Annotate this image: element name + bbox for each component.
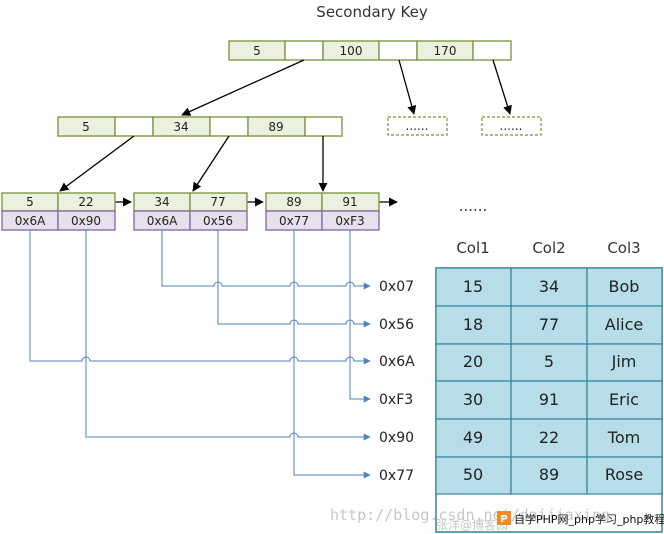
- leaf-node: 34 77 0x6A 0x56: [133, 192, 248, 231]
- leaf-node: 5 22 0x6A 0x90: [1, 192, 116, 231]
- row-pointer: 0x90: [379, 430, 414, 446]
- table-cell: Bob: [609, 277, 640, 296]
- root-key: 170: [434, 44, 457, 58]
- watermark-brand-text: 自学PHP网_php学习_php教程: [514, 512, 664, 526]
- table-cell: 5: [544, 352, 554, 371]
- watermark-author: 张洋@博客园: [436, 517, 508, 532]
- leaf-key: 34: [154, 195, 169, 209]
- table-row: 15 34 Bob: [435, 267, 663, 307]
- level2-key: 34: [173, 120, 188, 134]
- row-pointer: 0x56: [379, 317, 414, 333]
- watermark-brand: P 自学PHP网_php学习_php教程: [497, 511, 664, 526]
- svg-text:......: ......: [406, 119, 429, 133]
- table-row: 30 91 Eric: [435, 380, 663, 420]
- table-cell: 22: [539, 428, 559, 447]
- leaf-key: 5: [26, 195, 34, 209]
- row-pointer: 0xF3: [379, 392, 413, 408]
- watermark: http://blog.csdn.net/daijiaxing 张洋@博客园: [330, 506, 610, 532]
- table-cell: 50: [463, 465, 483, 484]
- leaf-addr: 0xF3: [335, 214, 364, 228]
- table-row: 50 89 Rose: [435, 456, 663, 495]
- row-pointer-lines: [29, 230, 371, 479]
- level2-node: 5 34 89: [57, 116, 343, 137]
- ellipsis-node: ......: [387, 116, 448, 136]
- table-cell: 15: [463, 277, 483, 296]
- leaf-addr: 0x6A: [147, 214, 178, 228]
- table-cell: 20: [463, 352, 483, 371]
- table-cell: 91: [539, 390, 559, 409]
- row-pointer: 0x6A: [379, 354, 415, 370]
- leaf-node: 89 91 0x77 0xF3: [265, 192, 380, 231]
- table-cell: 89: [539, 465, 559, 484]
- table-cell: Jim: [611, 352, 637, 371]
- root-key: 5: [253, 44, 261, 58]
- table-cell: Rose: [605, 465, 643, 484]
- table-cell: Tom: [607, 428, 640, 447]
- tree-arrows: [59, 59, 512, 207]
- row-pointer: 0x07: [379, 279, 414, 295]
- column-header: Col2: [532, 239, 565, 257]
- ellipsis-node: ......: [481, 116, 542, 136]
- root-key: 100: [340, 44, 363, 58]
- leaf-key: 91: [342, 195, 357, 209]
- leaf-key: 89: [286, 195, 301, 209]
- table-cell: 49: [463, 428, 483, 447]
- row-pointer: 0x77: [379, 468, 414, 484]
- leaf-addr: 0x77: [279, 214, 309, 228]
- diagram-title: Secondary Key: [316, 3, 428, 21]
- leaf-addr: 0x90: [71, 214, 101, 228]
- level2-key: 89: [268, 120, 283, 134]
- table-cell: 18: [463, 315, 483, 334]
- table-row: 18 77 Alice: [435, 305, 663, 345]
- data-table: 15 34 Bob 18 77 Alice 20 5 Jim 30 91 Eri…: [435, 267, 663, 533]
- table-cell: 30: [463, 390, 483, 409]
- leaf-ellipsis: ......: [459, 197, 488, 215]
- table-cell: Alice: [605, 315, 643, 334]
- root-node: 5 100 170: [228, 40, 512, 61]
- watermark-url: http://blog.csdn.net/daijiaxing: [330, 506, 610, 524]
- svg-text:......: ......: [500, 119, 523, 133]
- leaf-addr: 0x56: [203, 214, 233, 228]
- leaf-key: 77: [210, 195, 225, 209]
- table-header: Col1 Col2 Col3: [456, 239, 640, 257]
- svg-text:P: P: [500, 514, 507, 525]
- column-header: Col1: [456, 239, 489, 257]
- leaf-addr: 0x6A: [15, 214, 46, 228]
- level2-key: 5: [82, 120, 90, 134]
- table-cell: 34: [539, 277, 559, 296]
- column-header: Col3: [607, 239, 640, 257]
- table-cell: Eric: [609, 390, 639, 409]
- leaf-key: 22: [78, 195, 93, 209]
- row-pointer-labels: 0x07 0x56 0x6A 0xF3 0x90 0x77: [379, 279, 415, 484]
- table-cell: 77: [539, 315, 559, 334]
- table-row: 49 22 Tom: [435, 418, 663, 458]
- table-row: 20 5 Jim: [435, 343, 663, 382]
